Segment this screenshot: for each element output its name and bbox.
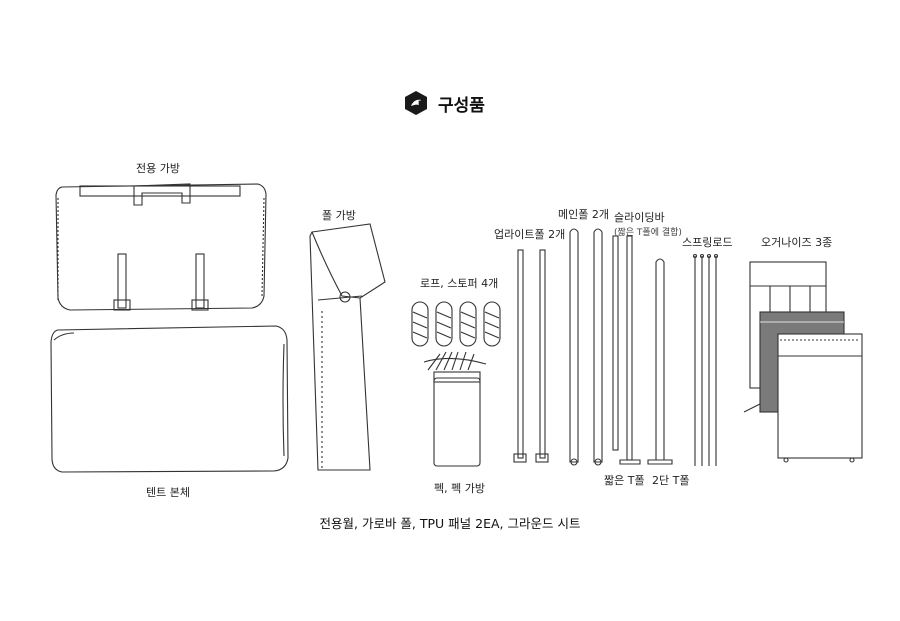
spring-rods-drawing — [692, 253, 719, 466]
sliding-bar-drawing — [612, 235, 633, 461]
page-title: 구성품 — [438, 95, 485, 116]
tent-body-drawing — [50, 325, 289, 473]
section-title: 구성품 — [404, 90, 485, 116]
label-tent-body: 텐트 본체 — [146, 486, 190, 499]
label-short-t-pole: 짧은 T폴 — [604, 474, 645, 487]
label-peg-bag: 펙, 펙 가방 — [434, 482, 485, 495]
upright-poles-drawing — [513, 249, 549, 463]
label-sliding-bar-note: (짧은 T폴에 결합) — [614, 228, 682, 238]
pole-bag-drawing — [309, 223, 386, 471]
label-pole-bag: 폴 가방 — [322, 209, 356, 222]
label-dedicated-bag: 전용 가방 — [136, 162, 180, 175]
label-main-pole: 메인폴 2개 — [558, 208, 609, 221]
label-spring-rod: 스프링로드 — [682, 236, 733, 249]
hexagon-logo-icon — [405, 91, 427, 115]
t-poles-drawing — [619, 258, 673, 465]
footer-note: 전용월, 가로바 폴, TPU 패널 2EA, 그라운드 시트 — [319, 516, 581, 531]
ropes-drawing — [411, 301, 501, 347]
label-rope-stopper: 로프, 스토퍼 4개 — [420, 277, 499, 290]
dedicated-bag-drawing — [55, 183, 267, 311]
label-upright-pole: 업라이트폴 2개 — [494, 228, 566, 241]
peg-bag-drawing — [423, 351, 487, 467]
label-two-stage-t-pole: 2단 T폴 — [652, 474, 690, 487]
label-sliding-bar: 슬라이딩바 — [614, 211, 665, 224]
label-organizer: 오거나이즈 3종 — [761, 236, 833, 249]
organizers-drawing — [743, 261, 863, 463]
main-poles-drawing — [569, 228, 603, 466]
